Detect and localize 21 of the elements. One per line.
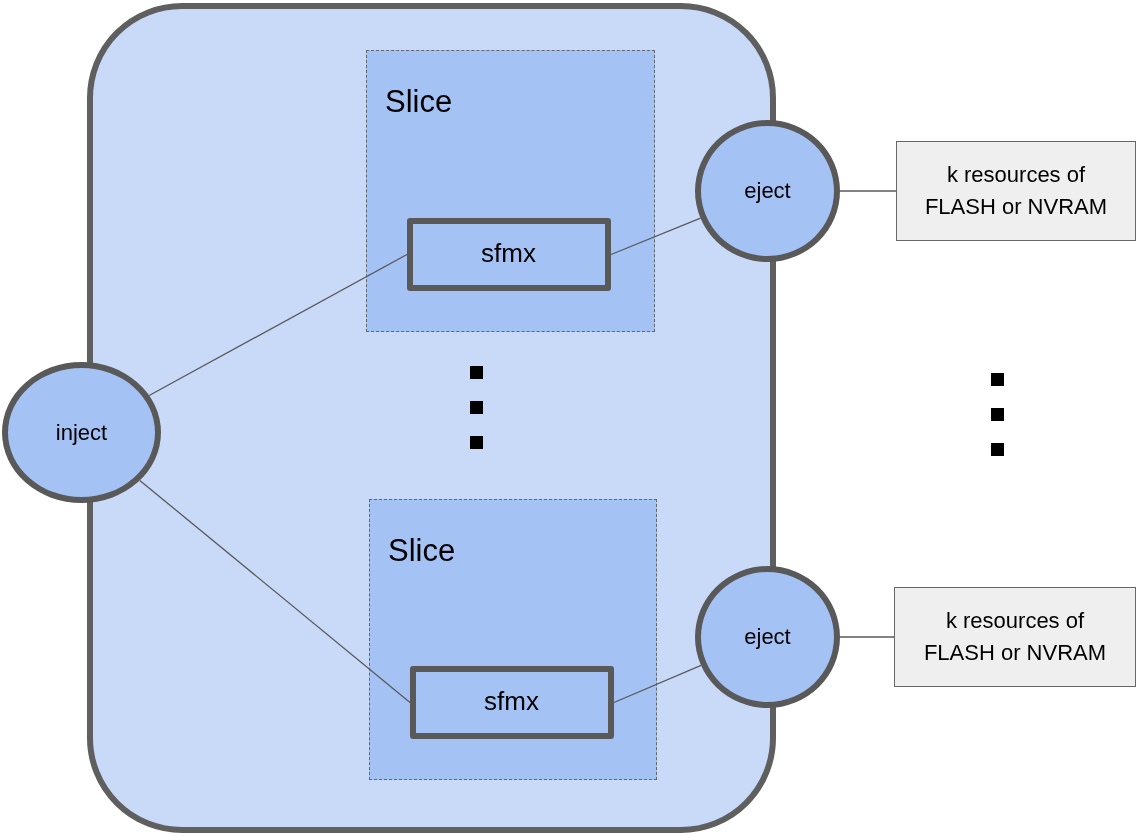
connector-line: [839, 636, 895, 638]
connector-line: [139, 479, 411, 704]
node-label: sfmx: [484, 686, 539, 718]
node-label: eject: [744, 177, 791, 205]
slice-title: Slice: [385, 83, 453, 121]
connector-line: [613, 664, 702, 704]
node-label: inject: [55, 419, 108, 446]
process-box: [406, 217, 611, 291]
process-box: [409, 665, 614, 739]
node-label: sfmx: [481, 238, 536, 270]
node-label: k resources of FLASH or NVRAM: [923, 161, 1109, 221]
node-label: eject: [744, 623, 791, 651]
connector-line: [839, 190, 897, 192]
slice-title: Slice: [388, 532, 456, 570]
dashed-slice-box: [369, 499, 657, 780]
node-label: k resources of FLASH or NVRAM: [922, 607, 1108, 667]
resource-box: [896, 141, 1136, 241]
connector-line: [148, 253, 408, 397]
connector-line: [610, 217, 702, 256]
dashed-slice-box: [366, 50, 655, 332]
resource-box: [894, 587, 1136, 687]
